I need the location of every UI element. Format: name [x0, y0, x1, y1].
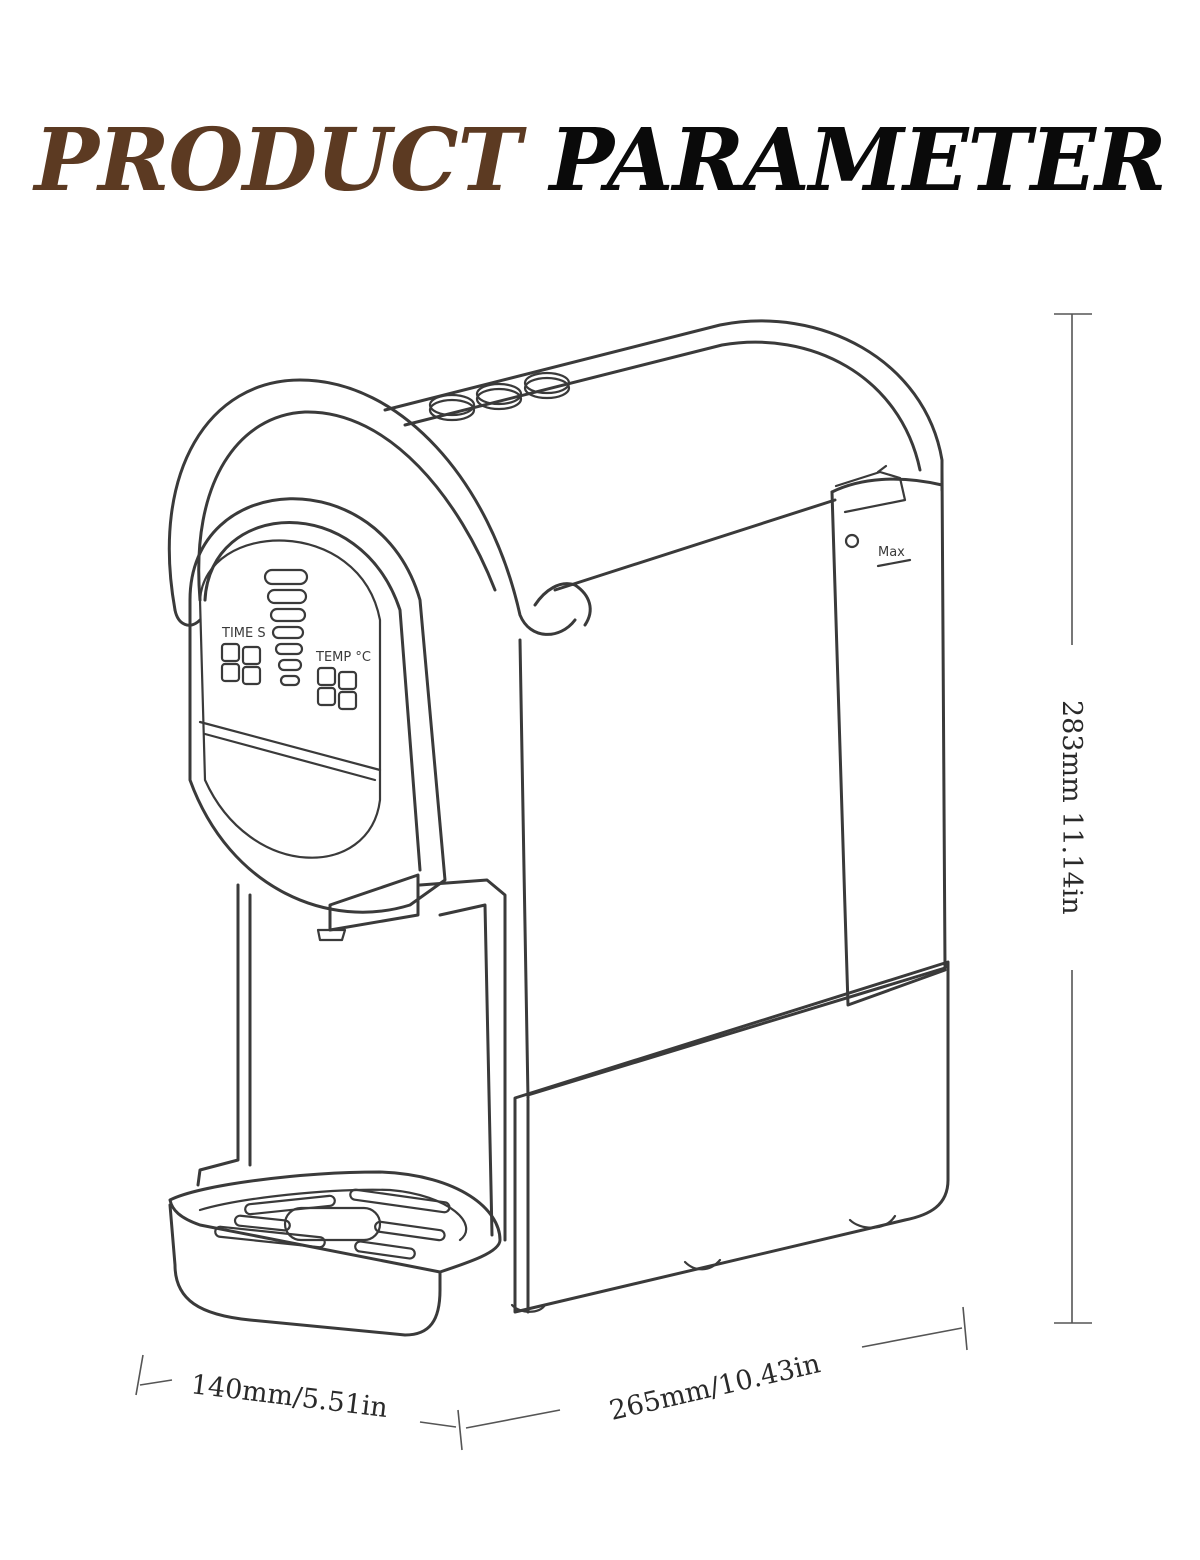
- drip-tray: [168, 1170, 502, 1337]
- width-label: 140mm/5.51in: [189, 1369, 389, 1424]
- max-label: Max: [878, 545, 905, 560]
- temp-label: TEMP °C: [315, 650, 371, 665]
- dimension-width-line: [135, 1354, 463, 1451]
- dimension-height-line: [1054, 313, 1092, 1324]
- title-word-product: PRODUCT: [34, 110, 521, 211]
- machine-body: [383, 319, 950, 1314]
- dimension-depth-line: [465, 1306, 968, 1429]
- height-label: 283mm 11.14in: [1056, 700, 1087, 915]
- title-word-parameter: PARAMETER: [549, 110, 1166, 211]
- top-buttons: [428, 371, 571, 422]
- depth-label: 265mm/10.43in: [607, 1348, 824, 1427]
- time-label: TIME S: [221, 626, 266, 641]
- front-panel: TIME S TEMP °C Max: [188, 497, 905, 914]
- coffee-outlet: [316, 873, 420, 942]
- lever-handle: [167, 378, 592, 636]
- cup-frame: [196, 878, 507, 1242]
- page-title: PRODUCT PARAMETER: [0, 118, 1200, 204]
